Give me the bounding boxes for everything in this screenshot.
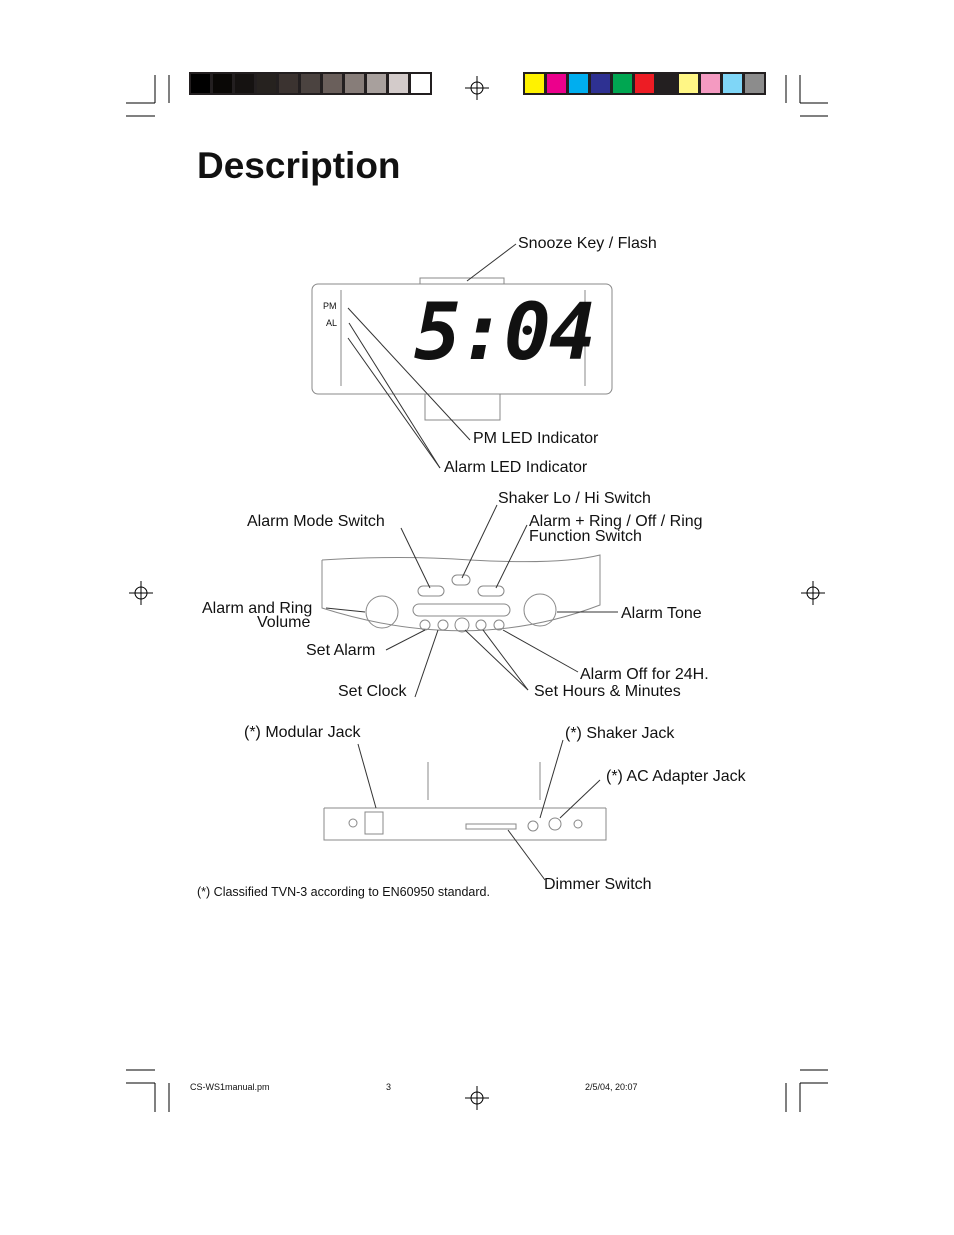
- label-volume-2: Volume: [257, 614, 311, 631]
- color-swatch: [633, 72, 656, 95]
- label-set-clock: Set Clock: [338, 683, 407, 700]
- color-swatch: [409, 72, 432, 95]
- clock-top-diagram: [321, 554, 601, 633]
- label-alarm-tone: Alarm Tone: [621, 605, 702, 622]
- color-swatch: [321, 72, 344, 95]
- label-set-hours: Set Hours & Minutes: [534, 683, 681, 700]
- label-alarm-off: Alarm Off for 24H.: [580, 666, 709, 683]
- color-swatch: [567, 72, 590, 95]
- label-alarm-led: Alarm LED Indicator: [444, 459, 588, 476]
- footer-file: CS-WS1manual.pm: [190, 1082, 270, 1092]
- color-swatch: [233, 72, 256, 95]
- color-swatch: [655, 72, 678, 95]
- color-swatch: [545, 72, 568, 95]
- page-title: Description: [197, 145, 401, 186]
- color-swatch: [299, 72, 322, 95]
- footer-page: 3: [386, 1082, 392, 1092]
- color-swatch: [255, 72, 278, 95]
- pm-indicator-label: PM: [323, 301, 337, 311]
- clock-front-diagram: [311, 277, 613, 421]
- label-dimmer: Dimmer Switch: [544, 876, 652, 893]
- color-swatch: [611, 72, 634, 95]
- registration-mark-icon: [129, 76, 825, 1110]
- color-swatch: [677, 72, 700, 95]
- color-swatch: [365, 72, 388, 95]
- color-swatch: [699, 72, 722, 95]
- color-swatch: [277, 72, 300, 95]
- color-swatch: [343, 72, 366, 95]
- label-pm-led: PM LED Indicator: [473, 430, 599, 447]
- color-swatch: [189, 72, 212, 95]
- label-ac-jack: (*) AC Adapter Jack: [606, 768, 746, 785]
- label-shaker-jack: (*) Shaker Jack: [565, 725, 675, 742]
- color-swatch: [743, 72, 766, 95]
- crop-marks: [126, 75, 828, 1112]
- label-function-switch-2: Function Switch: [529, 528, 642, 545]
- clock-display: 5:04: [414, 288, 596, 378]
- color-swatch: [523, 72, 546, 95]
- footer-date: 2/5/04, 20:07: [585, 1082, 638, 1092]
- label-set-alarm: Set Alarm: [306, 642, 376, 659]
- color-swatch: [589, 72, 612, 95]
- label-volume-1: Alarm and Ring: [202, 600, 313, 617]
- color-swatch: [721, 72, 744, 95]
- footnote: (*) Classified TVN-3 according to EN6095…: [197, 885, 490, 899]
- label-snooze: Snooze Key / Flash: [518, 235, 657, 252]
- label-function-switch-1: Alarm + Ring / Off / Ring: [529, 513, 703, 530]
- label-modular-jack: (*) Modular Jack: [244, 724, 361, 741]
- color-swatch: [211, 72, 234, 95]
- color-swatch: [387, 72, 410, 95]
- al-indicator-label: AL: [326, 318, 338, 328]
- label-alarm-mode: Alarm Mode Switch: [247, 513, 385, 530]
- clock-back-diagram: [323, 762, 607, 841]
- label-shaker-switch: Shaker Lo / Hi Switch: [498, 490, 651, 507]
